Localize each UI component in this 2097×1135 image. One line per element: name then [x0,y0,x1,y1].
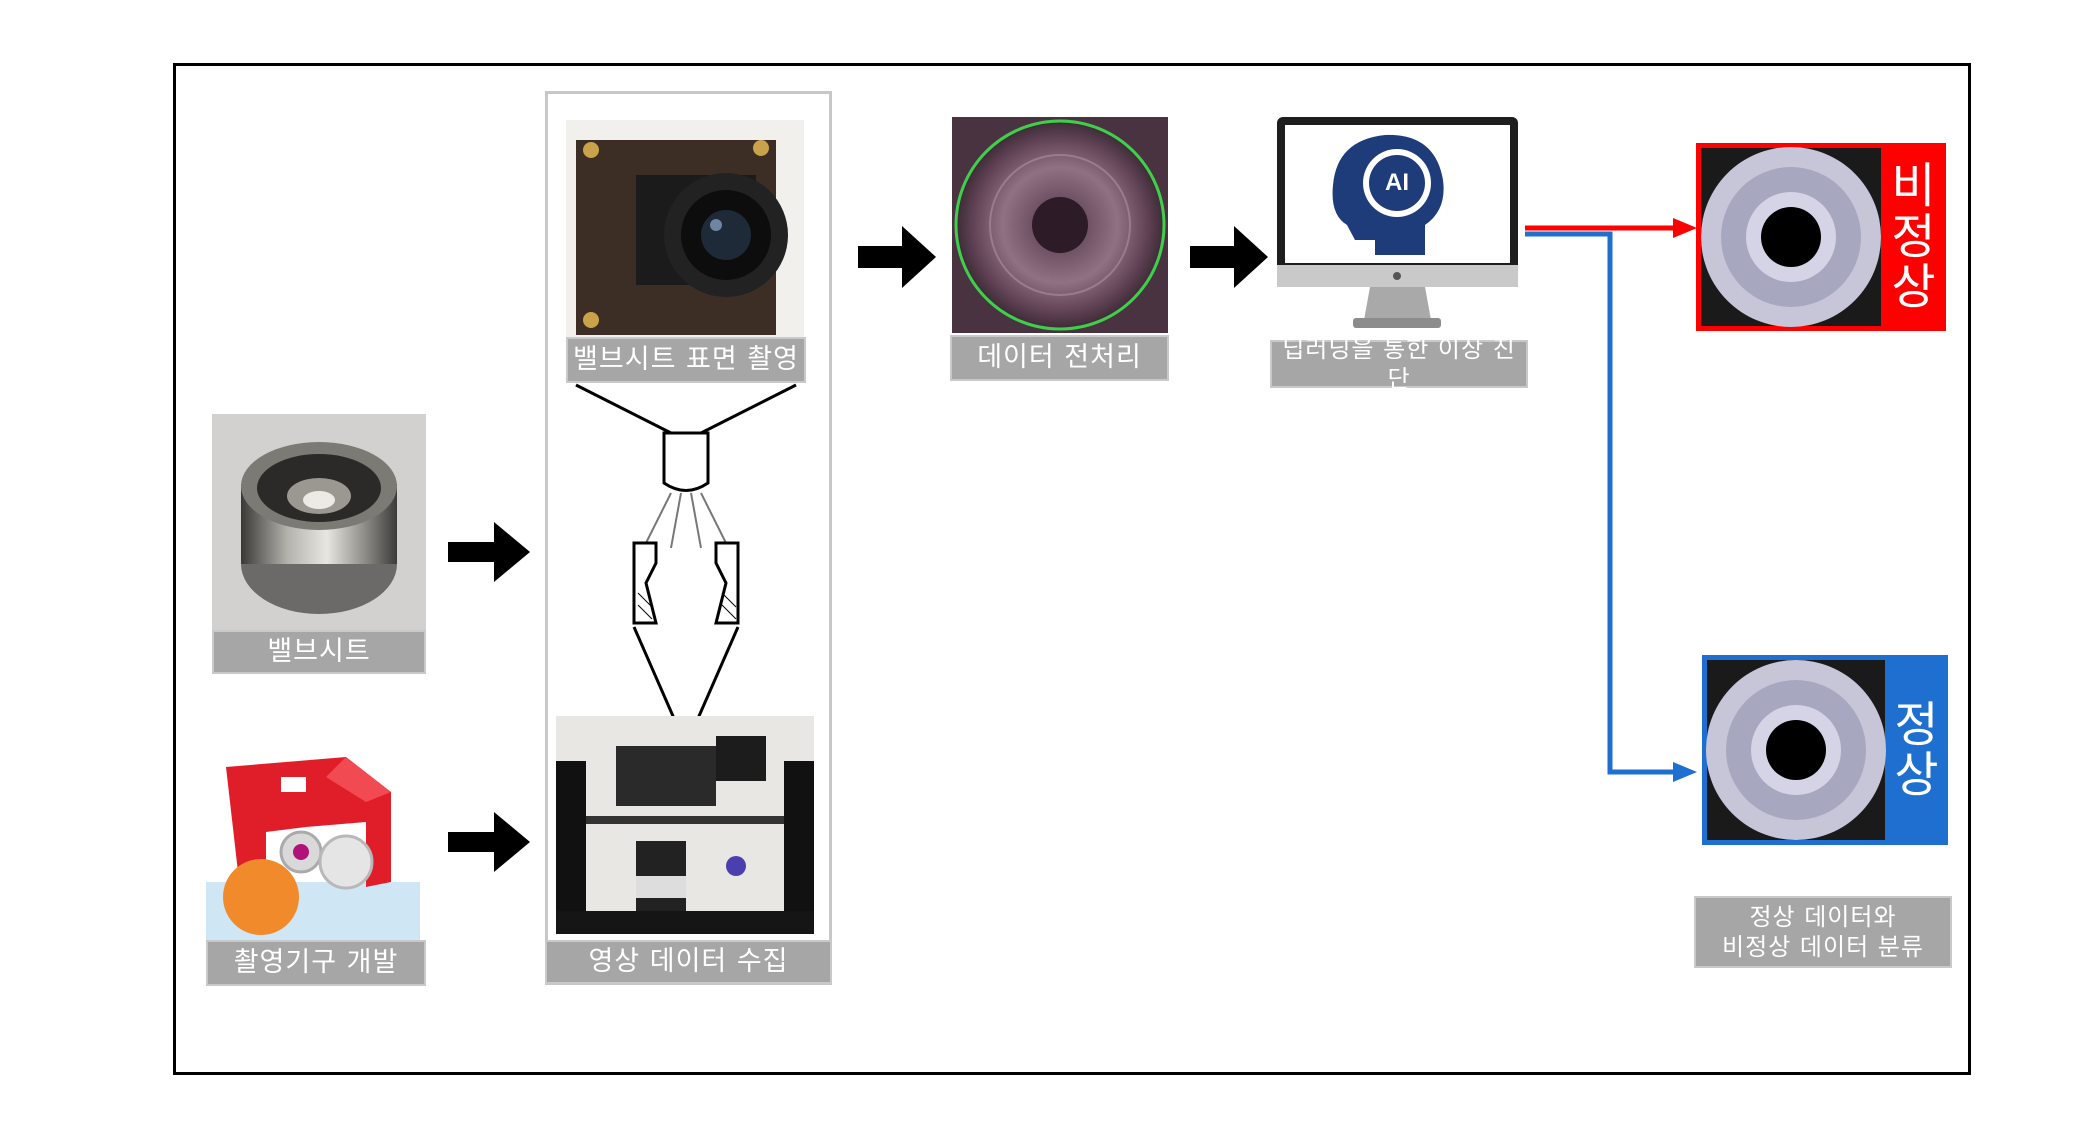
image-collection-label: 영상 데이터 수집 [545,940,832,984]
preprocessed-image [952,117,1168,333]
abnormal-tag-char: 비 [1891,158,1936,215]
classification-label-line: 정상 데이터와 [1749,903,1897,931]
abnormal-tag-char: 정 [1891,208,1936,265]
arrow-right-icon [448,812,530,872]
jig-dev-label: 촬영기구 개발 [206,940,426,986]
ai-badge: AI [1385,169,1409,196]
arrow-right-icon [1190,226,1268,288]
arrow-right-icon [448,522,530,582]
preprocess-label: 데이터 전처리 [950,335,1169,381]
normal-tag-char: 정 [1894,696,1939,753]
branch-arrows [1525,218,1697,782]
optical-setup-diagram [575,383,797,723]
normal-sample-image: 정 상 [1702,655,1948,845]
capture-rig-photo [556,716,814,934]
valve-seat-label: 밸브시트 [212,630,426,674]
ai-diagnosis-label: 딥러닝을 통한 이상 진단 [1270,335,1528,393]
abnormal-tag-char: 상 [1891,259,1936,316]
ai-monitor-icon: AI [1275,115,1520,333]
classification-label-line: 비정상 데이터 분류 [1722,933,1924,961]
normal-tag-char: 상 [1894,747,1939,803]
surface-capture-label: 밸브시트 표면 촬영 [566,337,806,383]
abnormal-tag: 비 정 상 [1881,143,1946,331]
camera-module-photo [566,120,804,340]
arrow-right-icon [858,226,936,288]
valve-seat-photo [212,414,426,630]
normal-tag: 정 상 [1885,655,1948,845]
jig-3d-model [206,732,420,942]
abnormal-sample-image: 비 정 상 [1696,143,1946,331]
classification-label: 정상 데이터와 비정상 데이터 분류 [1694,896,1952,968]
